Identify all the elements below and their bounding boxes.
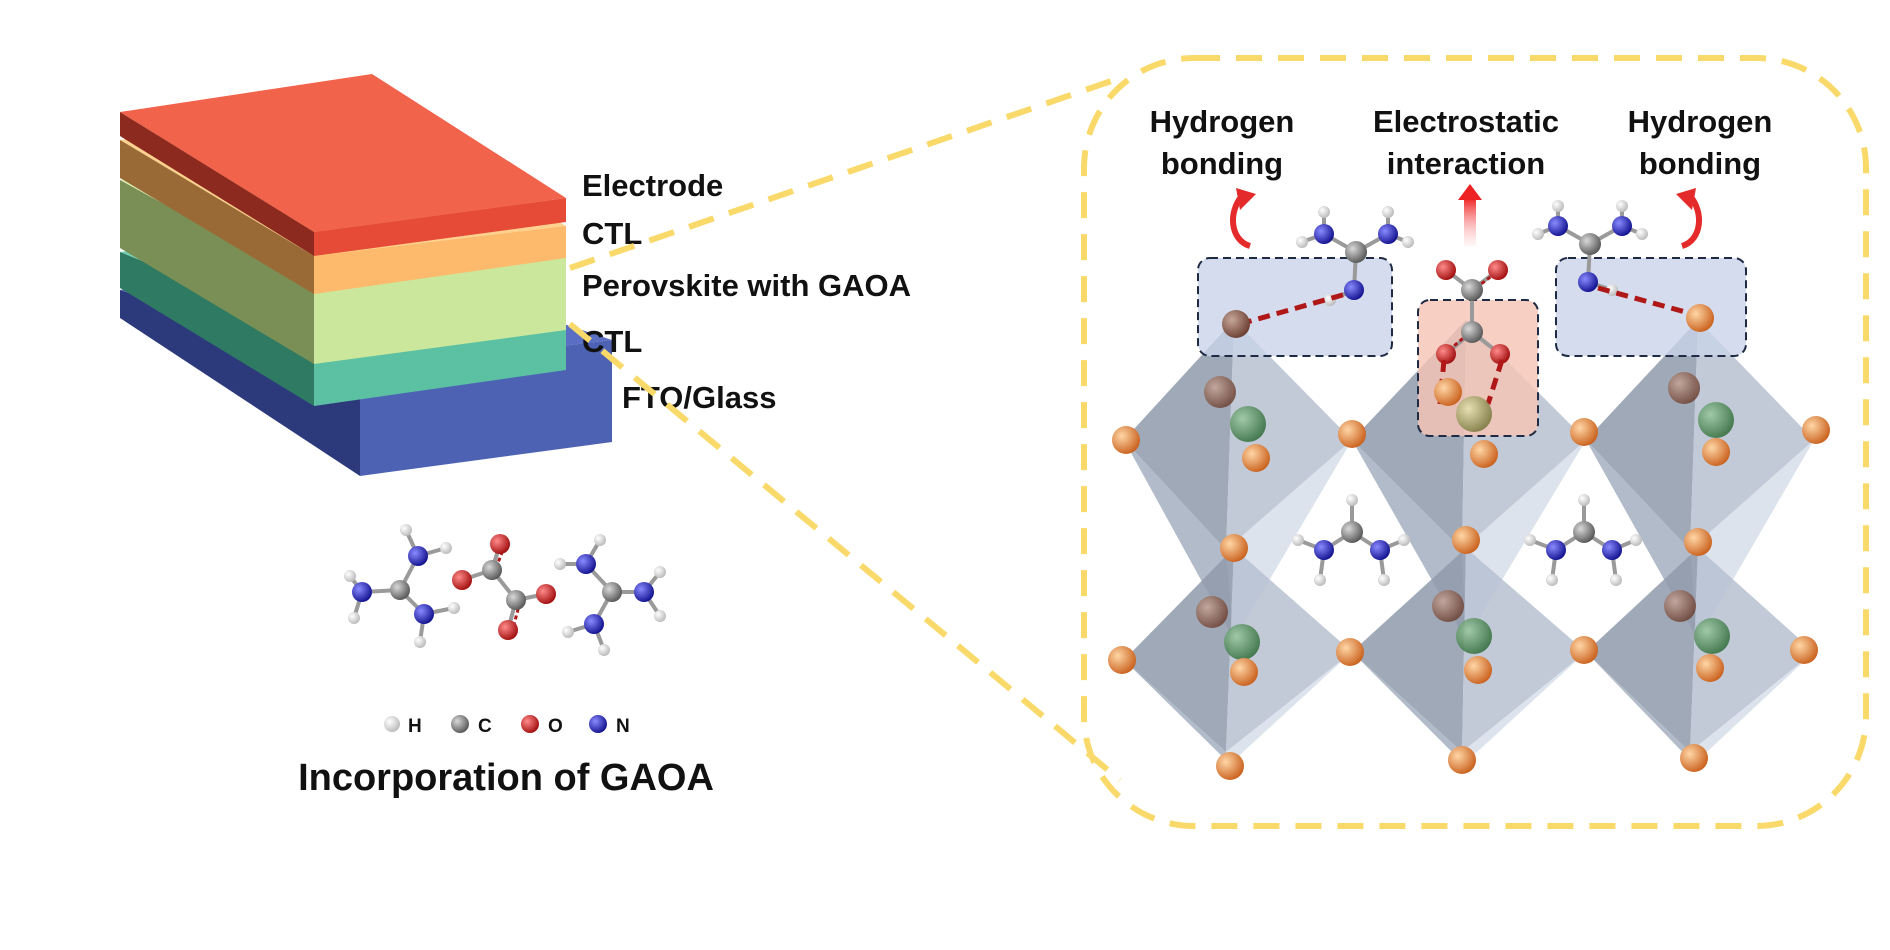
legend-h-atom xyxy=(384,716,400,732)
surface-oxalate xyxy=(1436,260,1510,364)
label-perovskite: Perovskite with GAOA xyxy=(582,268,911,303)
label-hbond-right-line1: Hydrogen xyxy=(1628,104,1773,139)
molecule-caption: Incorporation of GAOA xyxy=(298,757,714,799)
zoom-lines xyxy=(568,75,1122,783)
device-stack xyxy=(120,74,612,476)
gaoa-molecule xyxy=(344,524,666,656)
label-electrostatic-line2: interaction xyxy=(1387,146,1545,181)
surface-guanidinium-left xyxy=(1296,206,1414,306)
label-electrostatic-line1: Electrostatic xyxy=(1373,104,1559,139)
layer-electrode xyxy=(120,74,566,256)
interaction-labels: Hydrogen bonding Electrostatic interacti… xyxy=(1150,104,1773,181)
surface-metal-site xyxy=(1456,396,1492,432)
legend-n-atom xyxy=(589,715,607,733)
legend-o-label: O xyxy=(548,716,563,737)
cage-guanidinium-right xyxy=(1524,494,1642,586)
label-hbond-left-line2: bonding xyxy=(1161,146,1283,181)
label-electrode: Electrode xyxy=(582,168,723,203)
halide-atoms xyxy=(1108,304,1830,780)
legend-c-atom xyxy=(451,715,469,733)
legend-h-label: H xyxy=(408,716,422,737)
label-hbond-right-line2: bonding xyxy=(1639,146,1761,181)
label-hbond-left-line1: Hydrogen xyxy=(1150,104,1295,139)
curved-arrow-right xyxy=(1676,188,1703,249)
up-arrow-center xyxy=(1458,184,1482,246)
legend-n-label: N xyxy=(616,716,630,737)
legend-c-label: C xyxy=(478,716,492,737)
zoom-frame xyxy=(1081,55,1869,829)
cage-guanidinium-left xyxy=(1292,494,1410,586)
curved-arrow-left xyxy=(1229,188,1256,249)
atom-legend: H C O N xyxy=(384,715,630,737)
label-ctl-lower: CTL xyxy=(582,324,642,359)
cations xyxy=(1196,372,1734,660)
legend-o-atom xyxy=(521,715,539,733)
